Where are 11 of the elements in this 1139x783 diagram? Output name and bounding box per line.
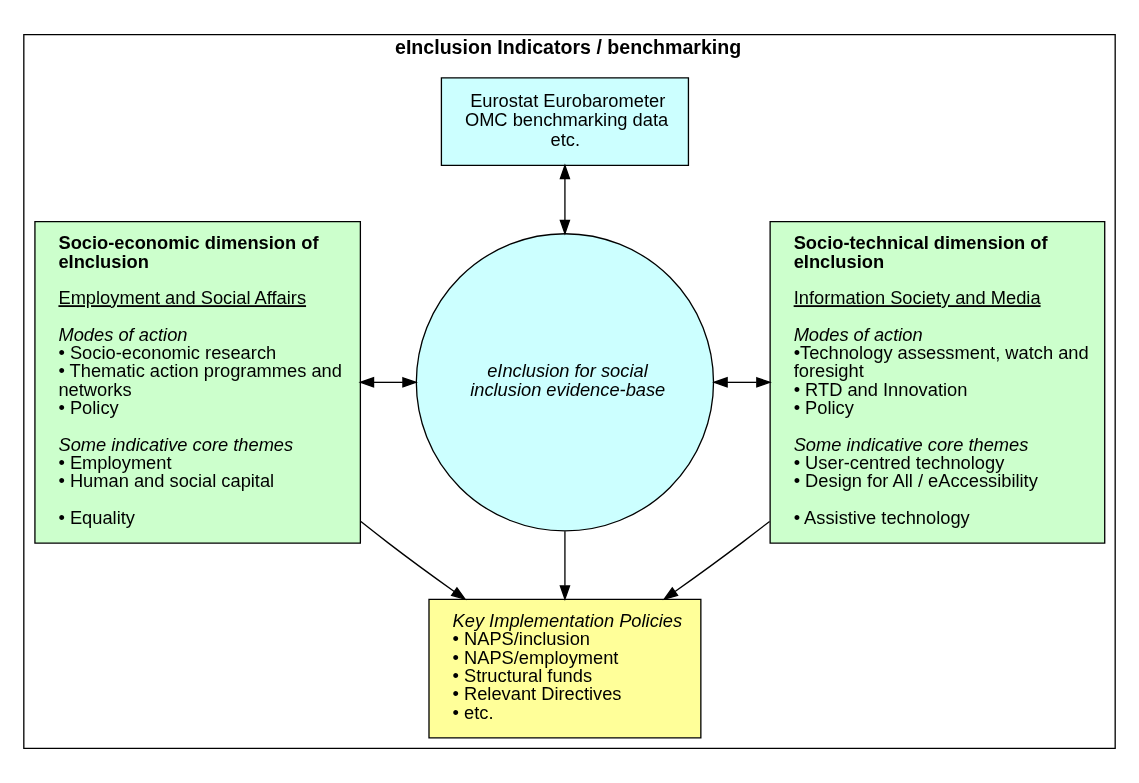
node-box: Eurostat Eurobarometer OMC benchmarking data etc. [440,77,690,167]
arrow [360,520,467,601]
node-box: Socio-economic dimension of eInclusion Employment and Social Affairs Modes of action • Socio-economic research • Thematic action programmes and networks • Policy Some indicative core themes • Employment • Human and social capital • Equality [34,220,362,544]
node-box: Socio-technical dimension of eInclusion Information Society and Media Modes of action •Technology assessment, watch and foresight • RTD and Innovation • Policy Some indicative core themes • User-centred technology • Design for All / eAccessibility • Assistive technology [769,220,1106,544]
arrow [712,376,772,388]
arrow [358,376,418,388]
arrow [559,530,571,602]
arrow [559,163,571,236]
arrow [662,520,771,601]
node-circle: eInclusion for social inclusion evidence-base [415,233,715,532]
node-box: Key Implementation Policies • NAPS/inclusion • NAPS/employment • Structural funds • Relevant Directives • etc. [428,598,702,739]
